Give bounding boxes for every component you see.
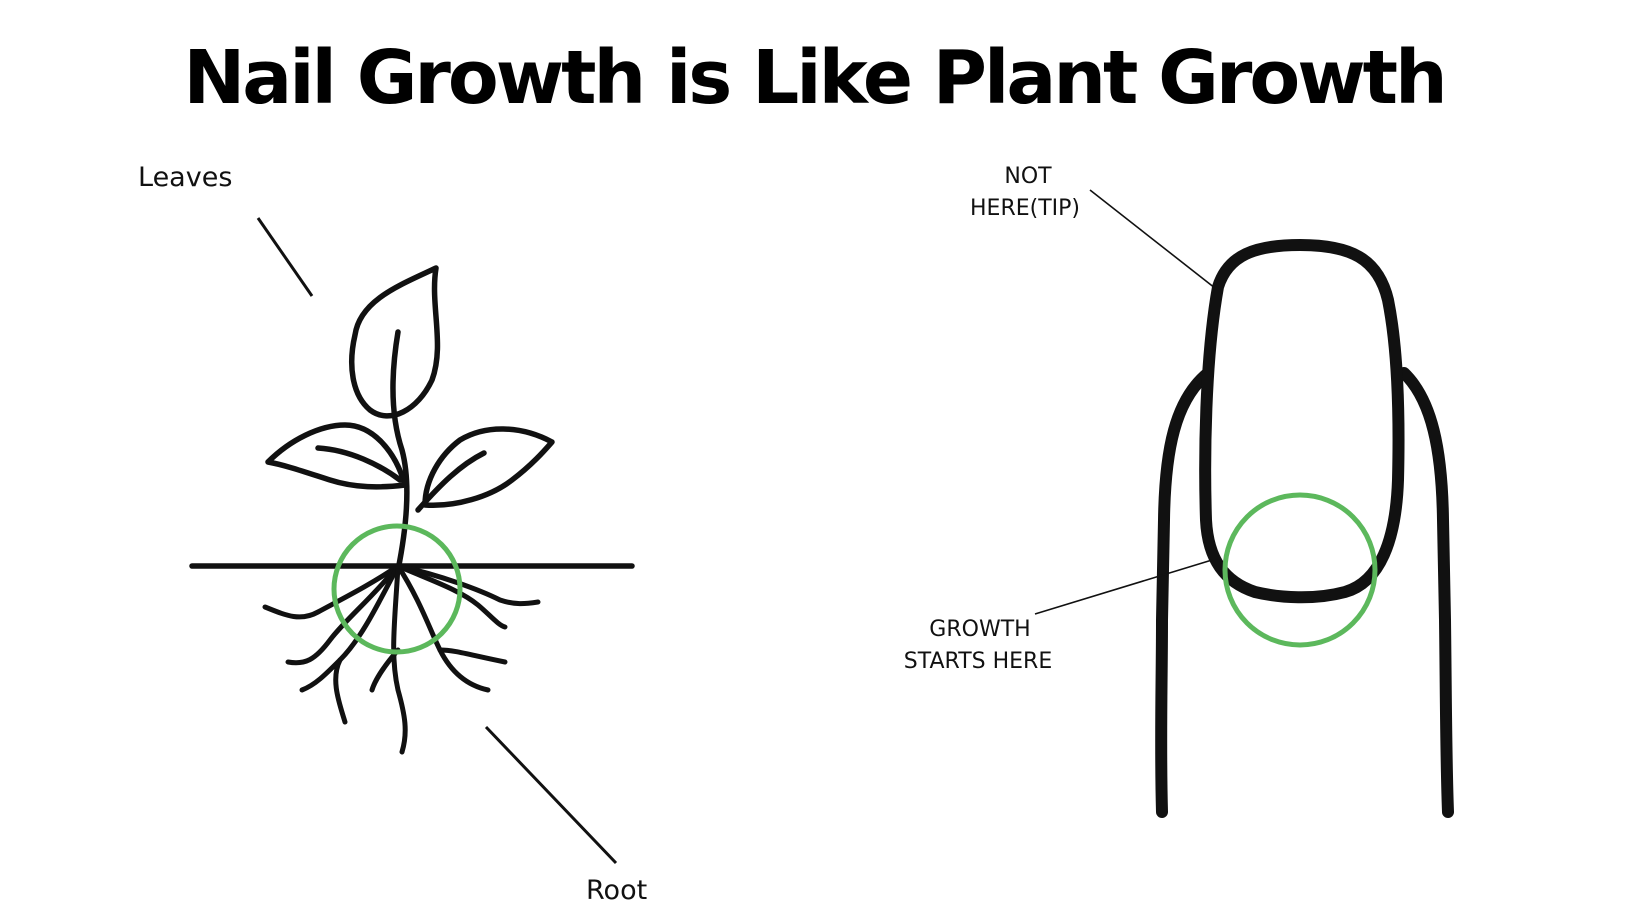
left-leaf-vein <box>315 445 403 483</box>
stem <box>390 329 410 573</box>
nail-plate <box>1199 239 1405 604</box>
tip-label-line1: NOT <box>1004 164 1052 189</box>
right-leaf-icon <box>422 426 555 508</box>
nail-growth-highlight <box>1222 492 1378 648</box>
finger-left-edge <box>1155 367 1214 818</box>
roots <box>262 563 541 755</box>
growth-label-line2: STARTS HERE <box>904 649 1052 674</box>
right-leaf-vein <box>415 450 487 513</box>
tip-leader-line <box>1089 189 1221 293</box>
finger-right-edge <box>1398 367 1454 818</box>
plant-growth-highlight <box>331 523 463 655</box>
page-title: Nail Growth is Like Plant Growth <box>183 35 1444 121</box>
root-label: Root <box>586 875 647 906</box>
leaves-leader-line <box>256 217 314 297</box>
top-leaf-icon <box>349 265 441 419</box>
left-leaf-icon <box>265 422 408 490</box>
tip-label-line2: HERE(TIP) <box>970 196 1080 221</box>
growth-leader-line <box>1034 559 1213 615</box>
plant-illustration: Leaves Root <box>138 162 647 906</box>
growth-label-line1: GROWTH <box>929 617 1030 642</box>
finger-illustration: NOT HERE(TIP) GROWTH STARTS HERE <box>904 164 1454 818</box>
root-leader-line <box>484 725 618 865</box>
leaves-label: Leaves <box>138 162 232 193</box>
